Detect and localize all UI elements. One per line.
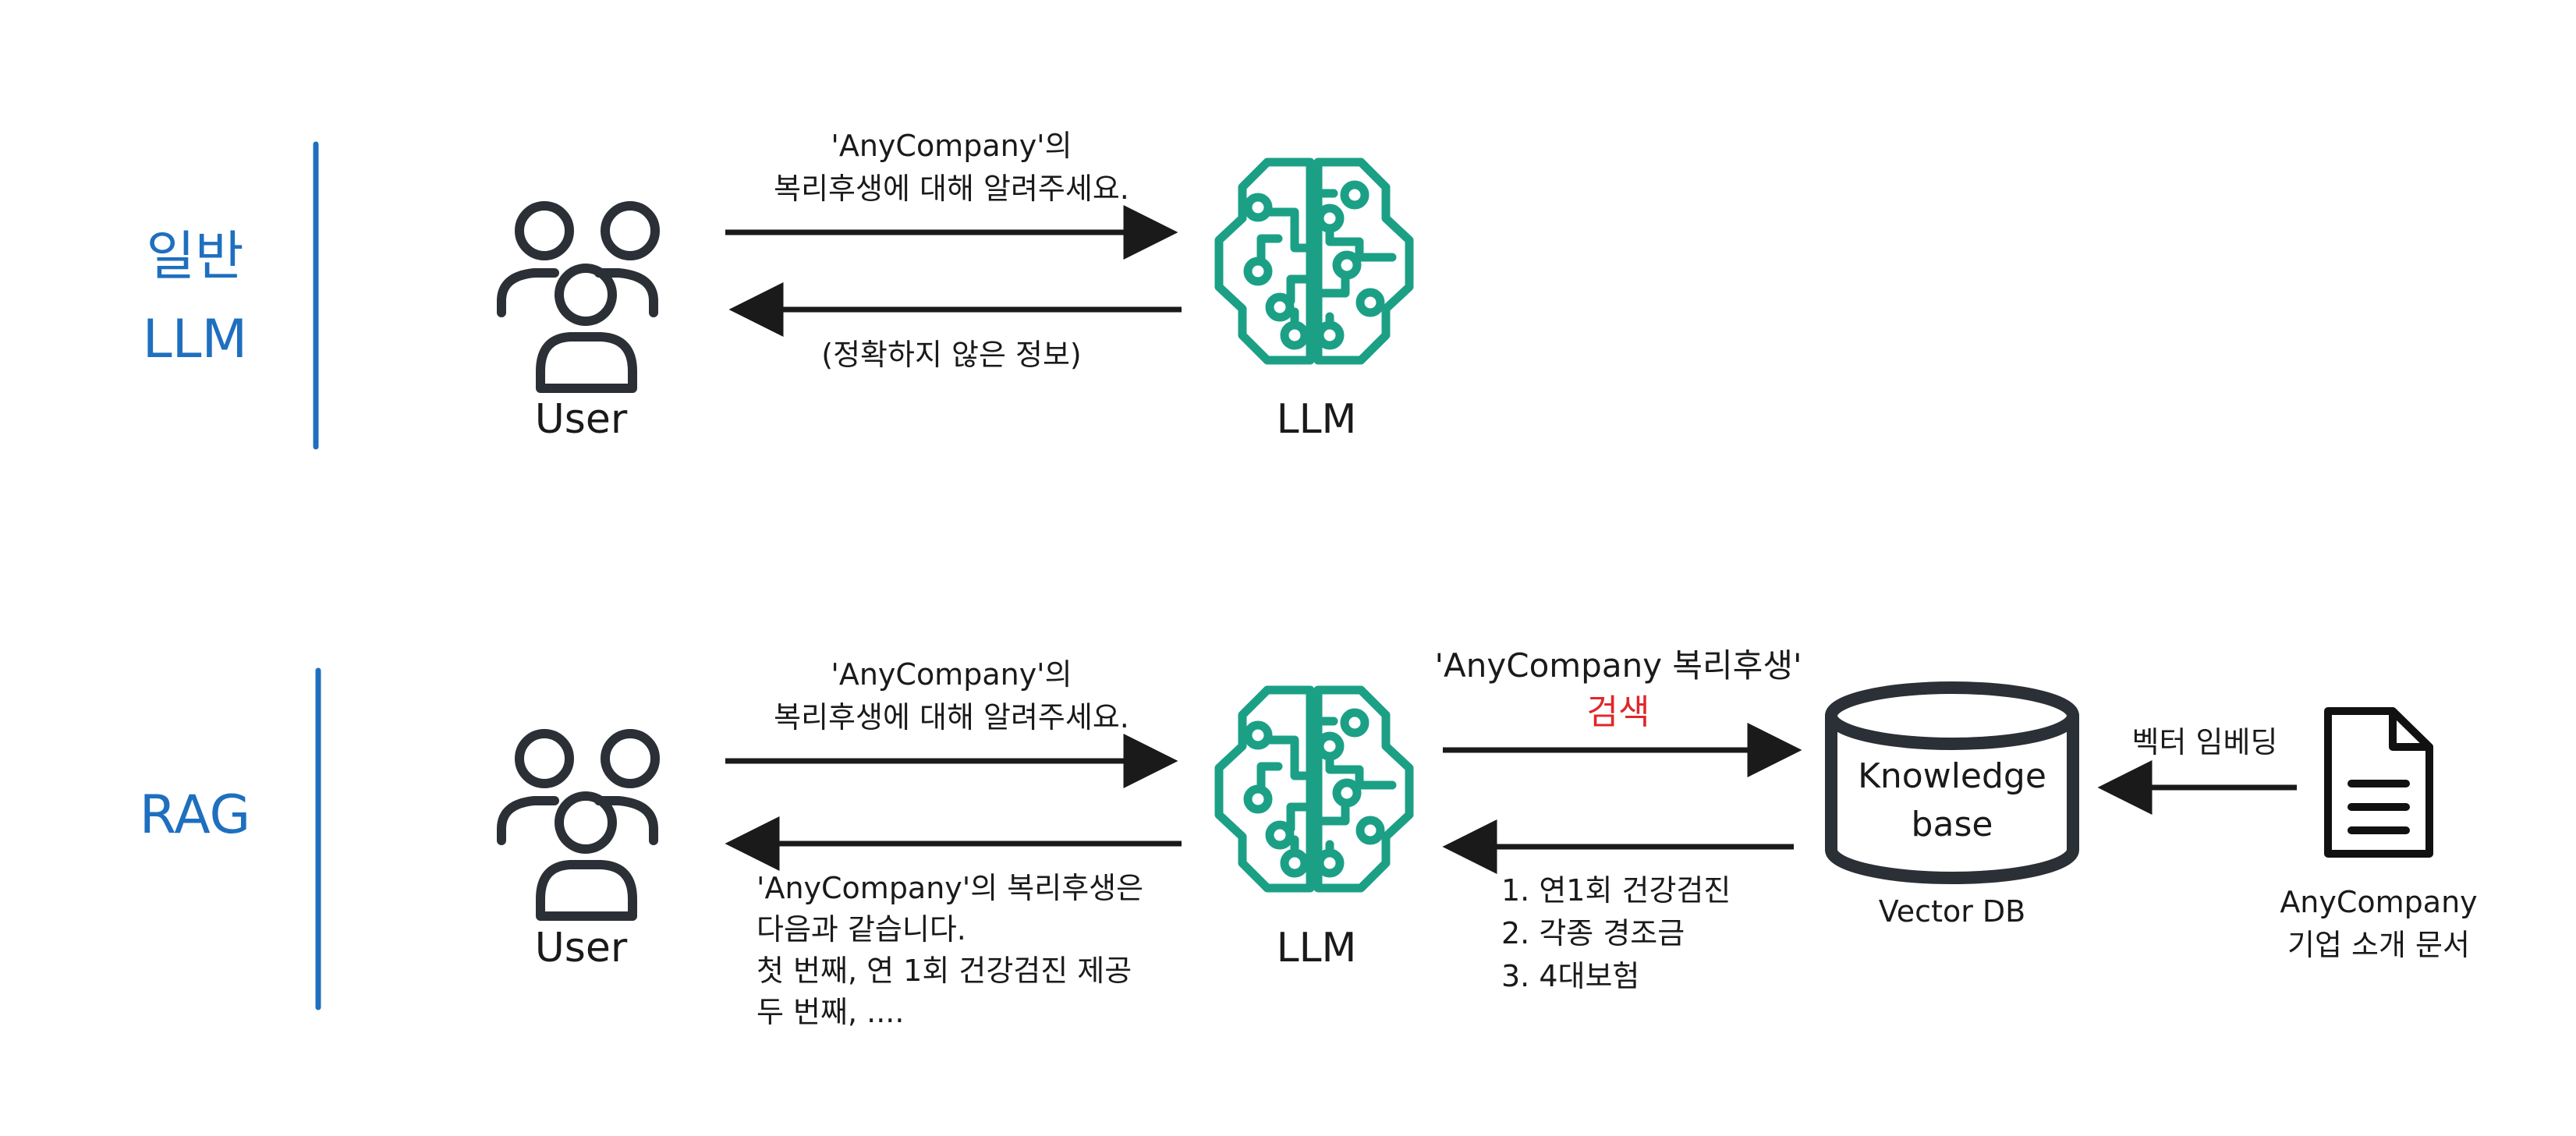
database-cylinder-icon — [1825, 681, 2079, 884]
question-text-line2: 복리후생에 대해 알려주세요. — [774, 172, 1129, 206]
answer-text-line4: 두 번째, .... — [757, 995, 904, 1029]
result-item-3: 3. 4대보험 — [1501, 959, 1639, 993]
answer-text-line1: 'AnyCompany'의 복리후생은 — [757, 871, 1143, 905]
user-label: User — [535, 396, 628, 443]
section-label-general-line2: LLM — [143, 309, 247, 370]
rag-section: RAG User LLM 'AnyCompany'의 복리후생에 대해 알려주세… — [140, 646, 2478, 1029]
question-text-line2: 복리후생에 대해 알려주세요. — [774, 700, 1129, 734]
users-group-icon — [501, 734, 655, 916]
llm-label: LLM — [1277, 396, 1357, 443]
section-label-rag: RAG — [140, 784, 251, 846]
llm-label: LLM — [1277, 925, 1357, 971]
section-label-general-line1: 일반 — [146, 226, 243, 288]
inaccurate-answer-text: (정확하지 않은 정보) — [821, 338, 1082, 372]
general-llm-section: 일반 LLM User LLM 'AnyCompany'의 복리후생에 대해 알… — [143, 129, 1409, 450]
brain-circuit-icon — [1219, 690, 1409, 888]
embedding-label: 벡터 임베딩 — [2132, 725, 2278, 759]
result-item-1: 1. 연1회 건강검진 — [1501, 873, 1731, 908]
vector-db-label: Vector DB — [1879, 894, 2026, 929]
brain-circuit-icon — [1219, 162, 1409, 360]
question-text-line1: 'AnyCompany'의 — [831, 129, 1072, 163]
search-word-text: 검색 — [1587, 692, 1650, 732]
knowledge-base-label-line2: base — [1912, 805, 1993, 844]
document-label-line2: 기업 소개 문서 — [2287, 928, 2470, 962]
knowledge-base-label-line1: Knowledge — [1858, 756, 2046, 796]
users-group-icon — [501, 206, 655, 388]
user-label: User — [535, 925, 628, 971]
answer-text-line2: 다음과 같습니다. — [757, 912, 966, 947]
answer-text-line3: 첫 번째, 연 1회 건강검진 제공 — [757, 954, 1132, 988]
document-icon — [2324, 707, 2433, 858]
result-item-2: 2. 각종 경조금 — [1501, 916, 1685, 950]
search-query-text: 'AnyCompany 복리후생' — [1434, 646, 1802, 685]
document-label-line1: AnyCompany — [2280, 885, 2477, 919]
question-text-line1: 'AnyCompany'의 — [831, 657, 1072, 692]
